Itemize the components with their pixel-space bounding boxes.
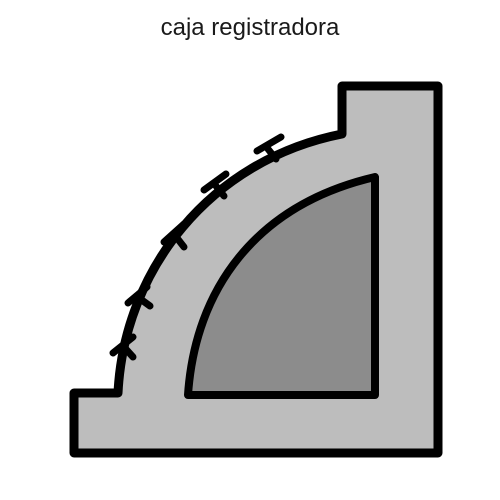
key-4 bbox=[200, 170, 230, 200]
key-2 bbox=[124, 283, 154, 310]
key-3 bbox=[160, 220, 188, 251]
register-keys bbox=[109, 133, 285, 361]
register-display-panel bbox=[184, 173, 379, 399]
caption-label: caja registradora bbox=[160, 14, 340, 41]
key-5 bbox=[253, 133, 285, 163]
key-1 bbox=[109, 333, 137, 361]
